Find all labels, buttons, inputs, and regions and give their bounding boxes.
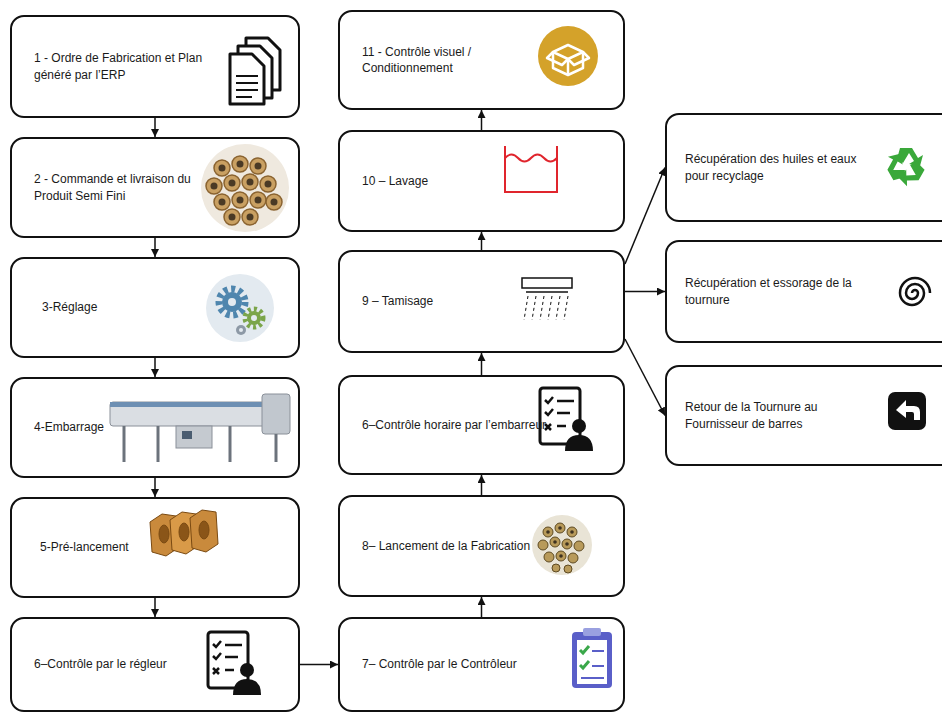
- flow-arrow: [481, 597, 483, 617]
- step-label: 1 - Ordre de Fabrication et Plan généré …: [34, 50, 229, 82]
- step-label: 4-Embarrage: [34, 419, 114, 435]
- step-label: Retour de la Tournure au Fournisseur de …: [685, 399, 883, 431]
- process-box: 6–Contrôle horaire par l’embarreur: [338, 375, 625, 475]
- parts-pile-photo: [532, 515, 592, 575]
- brass-parts-photo: [150, 510, 218, 556]
- tubes-photo: [201, 144, 289, 232]
- step-label: 3-Réglage: [42, 299, 202, 315]
- flow-arrow: [300, 664, 338, 666]
- process-box: 9 – Tamisage: [338, 250, 625, 353]
- recycle-icon: [882, 148, 926, 190]
- flow-arrow: [154, 598, 156, 617]
- step-label: Récupération des huiles et eaux pour rec…: [685, 151, 883, 183]
- flow-arrow: [154, 478, 156, 497]
- step-label: 2 - Commande et livraison du Produit Sem…: [34, 171, 204, 203]
- process-box: 1 - Ordre de Fabrication et Plan généré …: [10, 15, 300, 118]
- flow-arrow: [625, 168, 665, 265]
- process-box: 4-Embarrage: [10, 377, 300, 478]
- process-box: 10 – Lavage: [338, 130, 625, 232]
- flow-arrow: [625, 291, 665, 293]
- spiral-icon: [900, 278, 930, 305]
- flow-arrow: [154, 118, 156, 137]
- document-icon: [230, 38, 280, 104]
- packaging-icon: [538, 26, 598, 86]
- flow-arrow: [154, 238, 156, 257]
- gears-icon: [206, 274, 274, 342]
- process-box: 5-Pré-lancement: [10, 497, 300, 598]
- flow-arrow: [481, 232, 483, 250]
- step-label: Récupération et essorage de la tournure: [685, 275, 883, 307]
- step-label: 8– Lancement de la Fabrication: [362, 538, 537, 554]
- bar-feeder-photo: [110, 394, 290, 462]
- step-label: 7– Contrôle par le Contrôleur: [362, 656, 577, 672]
- return-icon: [888, 392, 926, 430]
- flow-arrow: [481, 110, 483, 130]
- process-box: 7– Contrôle par le Contrôleur: [338, 617, 625, 712]
- sieve-icon: [522, 278, 572, 320]
- flow-arrow: [481, 475, 483, 495]
- flow-arrow: [154, 358, 156, 377]
- flow-arrow: [481, 353, 483, 375]
- process-box: 6–Contrôle par le régleur: [10, 617, 300, 712]
- process-box: Récupération et essorage de la tournure: [665, 240, 942, 343]
- process-box: Retour de la Tournure au Fournisseur de …: [665, 365, 942, 466]
- process-box: Récupération des huiles et eaux pour rec…: [665, 113, 942, 222]
- process-box: 3-Réglage: [10, 257, 300, 358]
- step-label: 11 - Contrôle visuel / Conditionnement: [362, 44, 542, 76]
- process-box: 2 - Commande et livraison du Produit Sem…: [10, 137, 300, 238]
- clipboard-icon: [572, 628, 612, 688]
- process-box: 11 - Contrôle visuel / Conditionnement: [338, 10, 625, 110]
- checklist-person-icon: [540, 388, 593, 451]
- step-label: 9 – Tamisage: [362, 293, 527, 309]
- step-label: 10 – Lavage: [362, 173, 512, 189]
- step-label: 6–Contrôle par le régleur: [34, 656, 209, 672]
- flow-arrow: [625, 339, 665, 416]
- process-box: 8– Lancement de la Fabrication: [338, 495, 625, 597]
- step-label: 6–Contrôle horaire par l’embarreur: [362, 417, 547, 433]
- step-label: 5-Pré-lancement: [40, 539, 155, 555]
- checklist-person-icon: [208, 632, 261, 695]
- wash-basin-icon: [505, 146, 557, 192]
